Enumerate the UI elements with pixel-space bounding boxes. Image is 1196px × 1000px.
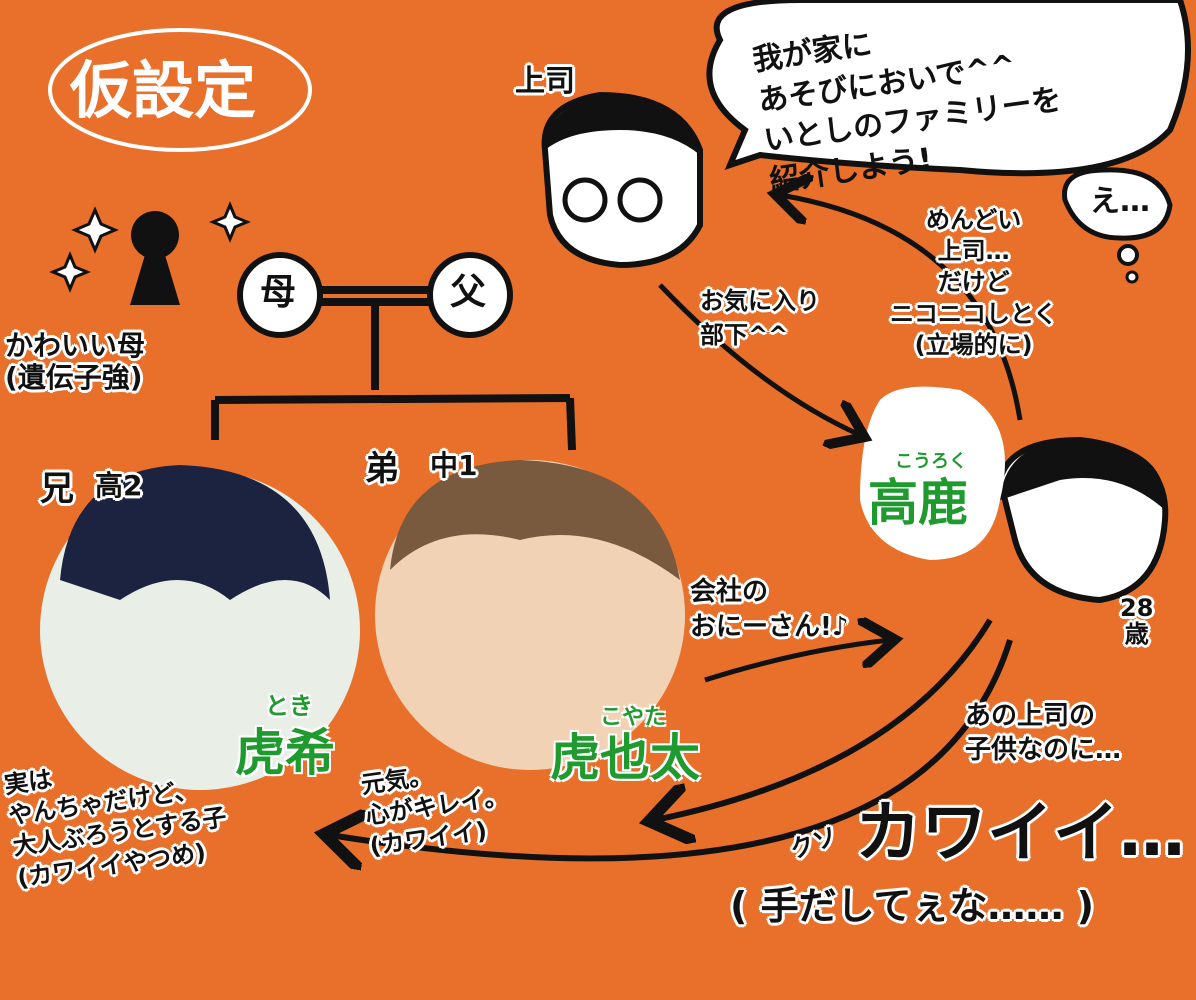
kouroku-to-boss-note: めんどい 上司… だけど ニコニコしとく (立場的に) xyxy=(890,206,1058,359)
father-label: 父 xyxy=(450,272,487,313)
toki-grade: 高2 xyxy=(95,469,143,502)
speech-bubble xyxy=(706,0,1191,177)
kouroku-reading: こうろく xyxy=(895,451,967,472)
mother-note: かわいい母 (遺伝子強) xyxy=(5,329,146,395)
kouroku-age: 28 歳 xyxy=(1120,594,1154,649)
koyata-to-kouroku-note: 会社の おにーさん!♪ xyxy=(690,577,849,643)
thought-bubble-text: え… xyxy=(1090,184,1150,219)
mother-silhouette xyxy=(130,211,180,305)
kawaii-main: カワイイ… xyxy=(855,794,1185,871)
mother-circle xyxy=(237,252,323,338)
toki-role: 兄 xyxy=(40,469,74,509)
kouroku-to-kids-note: あの上司の 子供なのに… xyxy=(965,701,1122,765)
koyata-name: 虎也太 xyxy=(550,729,700,787)
kouroku-name: 高鹿 xyxy=(868,474,968,532)
koyata-grade: 中1 xyxy=(430,449,478,482)
koyata-reading: こやた xyxy=(600,705,667,730)
mother-label: 母 xyxy=(260,272,297,313)
koyata-role: 弟 xyxy=(365,449,399,489)
toki-reading: とき xyxy=(265,692,313,720)
toki-name: 虎希 xyxy=(235,724,335,782)
kawaii-sub: ( 手だしてぇな…… ) xyxy=(730,884,1095,928)
boss-to-kouroku-note: お気に入り 部下^^ xyxy=(700,287,820,349)
father-circle xyxy=(427,252,513,338)
thought-bubble xyxy=(1062,167,1173,241)
boss-face xyxy=(541,91,703,269)
kouroku-face xyxy=(996,436,1169,604)
koyata-note: 元気。 心がキレイ。 (カワイイ) xyxy=(359,761,510,861)
page-title: 仮設定 xyxy=(70,54,257,127)
boss-label: 上司 xyxy=(515,64,575,99)
title-oval xyxy=(48,28,312,152)
